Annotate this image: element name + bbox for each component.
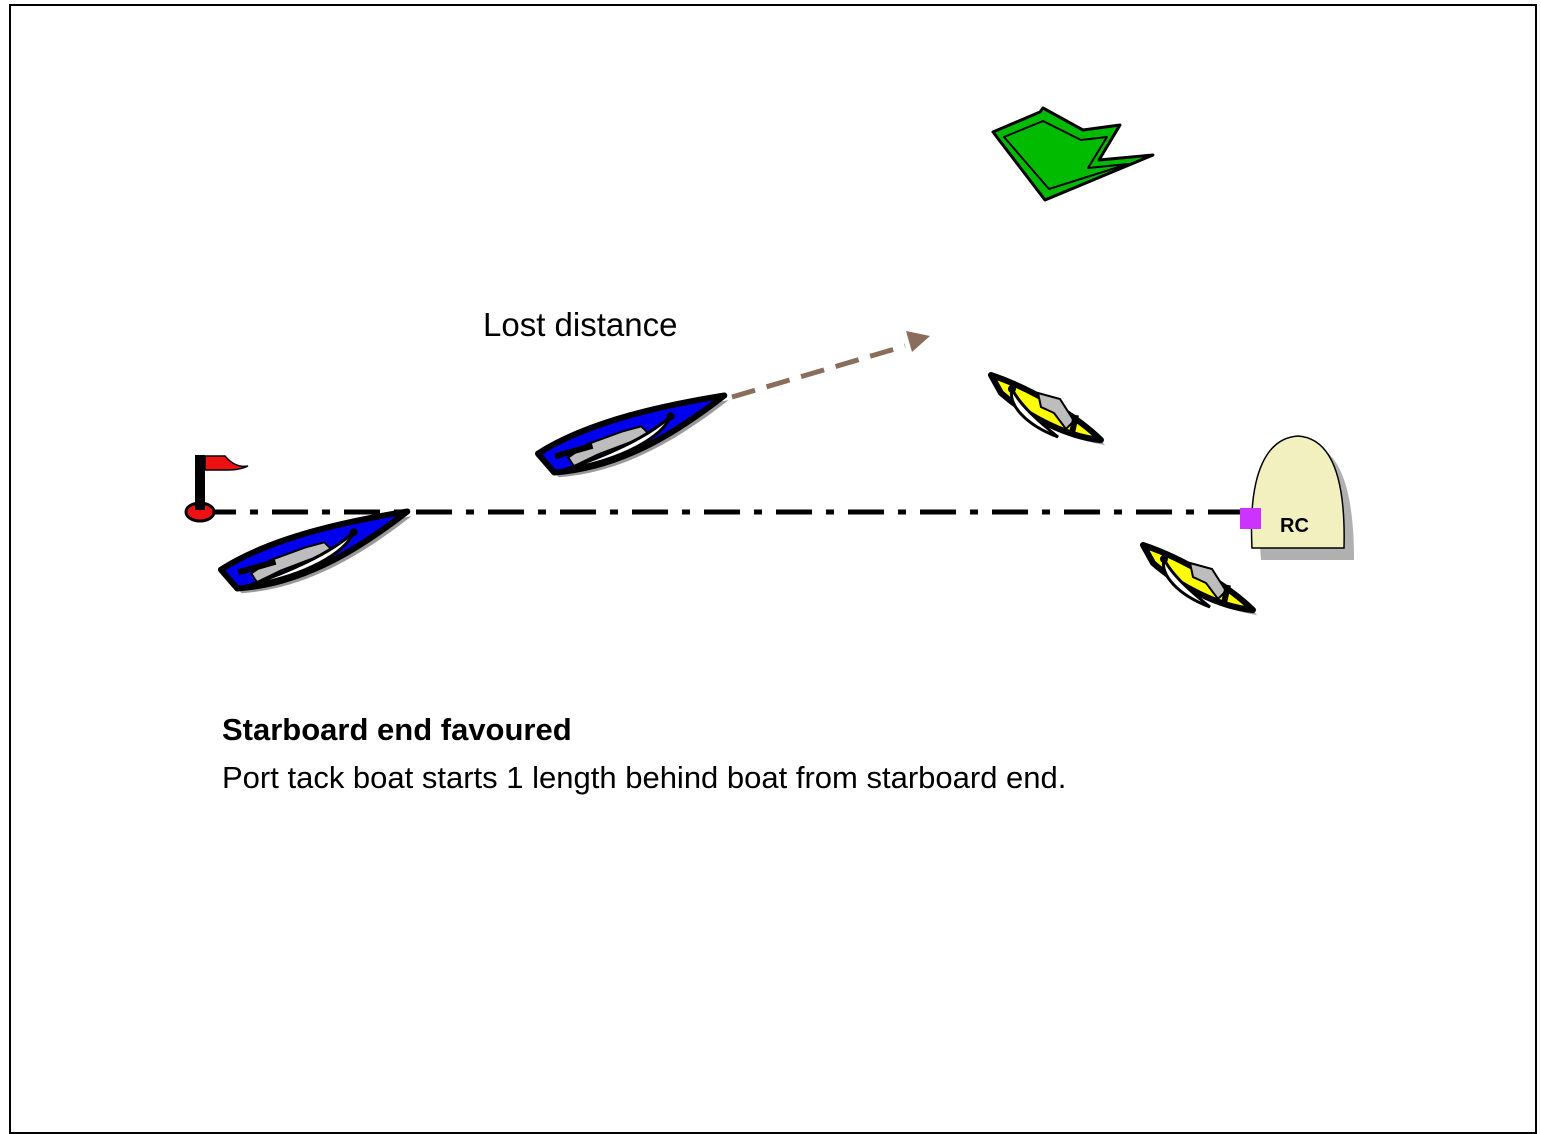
- committee-boat-icon: RC: [1250, 435, 1354, 560]
- line-marker: [1240, 508, 1261, 529]
- starboard-tack-boat-ahead: [991, 375, 1105, 445]
- starboard-tack-boat-line: [1143, 545, 1257, 615]
- pin-flag-icon: [184, 455, 249, 523]
- wind-arrow-icon: [991, 106, 1155, 202]
- lost-distance-arrow: [731, 331, 930, 400]
- port-tack-boat-start: [218, 511, 416, 594]
- port-tack-boat-behind: [535, 395, 733, 478]
- caption-title: Starboard end favoured: [222, 712, 572, 747]
- lost-distance-label: Lost distance: [483, 306, 678, 343]
- committee-boat-label: RC: [1280, 515, 1309, 537]
- caption-body: Port tack boat starts 1 length behind bo…: [222, 760, 1067, 795]
